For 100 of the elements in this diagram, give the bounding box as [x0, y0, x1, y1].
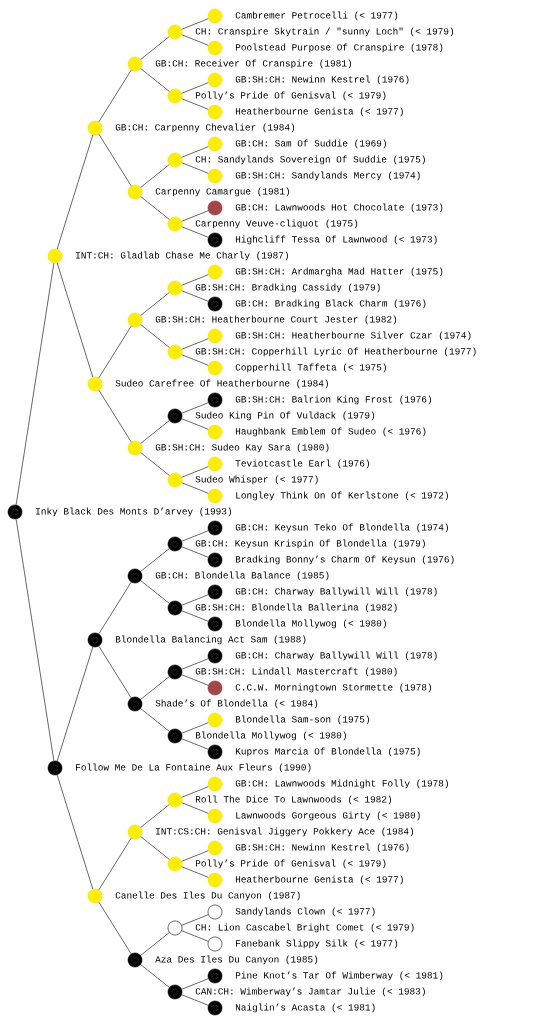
- pedigree-circle: [207, 360, 223, 376]
- pedigree-circle: [167, 536, 183, 552]
- dog-name: GB:SH:CH: Heatherbourne Silver Czar (1974): [235, 331, 471, 341]
- connector-line: [181, 658, 209, 670]
- connector-line: [140, 708, 170, 732]
- dog-name: Blondella Sam-son (1975): [235, 715, 369, 725]
- connector-line: [181, 338, 209, 350]
- connector-line: [181, 530, 209, 542]
- dog-name: GB:CH: Bradking Black Charm (1976): [235, 299, 426, 309]
- pedigree-circle: [167, 152, 183, 168]
- connector-line: [181, 98, 209, 110]
- pedigree-circle: [167, 24, 183, 40]
- pedigree-circle: [127, 56, 143, 72]
- dog-name: GB:CH: Carpenny Chevalier (1984): [115, 123, 295, 133]
- dog-name: GB:CH: Charway Ballywill Will (1978): [235, 651, 437, 661]
- connector-line: [56, 262, 94, 378]
- connector-line: [181, 674, 209, 686]
- connector-line: [140, 452, 170, 476]
- pedigree-circle: [207, 936, 223, 952]
- dog-name: GB:SH:CH: Lindall Mastercraft (1980): [195, 667, 397, 677]
- dog-name: Roll The Dice To Lawnwoods (< 1982): [195, 795, 391, 805]
- dog-name: GB:CH: Keysun Krispin Of Blondella (1979): [195, 539, 425, 549]
- connector-line: [181, 354, 209, 366]
- connector-line: [15, 518, 55, 762]
- connector-line: [140, 964, 170, 988]
- connector-line: [140, 836, 170, 860]
- pedigree-circle: [207, 776, 223, 792]
- pedigree-circle: [167, 216, 183, 232]
- dog-name: Polly’s Pride Of Genisval (< 1979): [195, 859, 386, 869]
- connector-line: [181, 418, 209, 430]
- connector-line: [181, 866, 209, 878]
- pedigree-circle: [167, 664, 183, 680]
- connector-line: [140, 580, 170, 604]
- pedigree-circle: [207, 744, 223, 760]
- dog-name: Cambremer Petrocelli (< 1977): [235, 11, 398, 21]
- pedigree-circle: [167, 984, 183, 1000]
- connector-line: [140, 420, 170, 444]
- pedigree-circle: [167, 408, 183, 424]
- dog-name: Pine Knot’s Tar Of Wimberway (< 1981): [235, 971, 443, 981]
- pedigree-circle: [207, 552, 223, 568]
- dog-name: GB:CH: Receiver Of Cranspire (1981): [155, 59, 351, 69]
- pedigree-circle: [167, 920, 183, 936]
- pedigree-circle: [47, 760, 63, 776]
- connector-line: [98, 389, 132, 443]
- pedigree-circle: [207, 712, 223, 728]
- pedigree-circle: [207, 1000, 223, 1016]
- pedigree-circle: [127, 824, 143, 840]
- pedigree-circle: [207, 808, 223, 824]
- pedigree-circle: [167, 600, 183, 616]
- dog-name: Sudeo Whisper (< 1977): [195, 475, 318, 485]
- connector-line: [140, 548, 170, 572]
- connector-line: [140, 164, 170, 188]
- dog-name: Heatherbourne Genista (< 1977): [235, 875, 403, 885]
- dog-name: Sudeo Carefree Of Heatherbourne (1984): [115, 379, 328, 389]
- connector-line: [140, 804, 170, 828]
- dog-name: GB:SH:CH: Copperhill Lyric Of Heatherbourne (1977): [195, 347, 476, 357]
- dog-name: GB:SH:CH: Sandylands Mercy (1974): [235, 171, 420, 181]
- connector-line: [181, 786, 209, 798]
- connector-line: [98, 645, 132, 699]
- connector-line: [98, 901, 132, 955]
- connector-line: [98, 133, 132, 187]
- pedigree-circle: [207, 904, 223, 920]
- dog-name: Sandylands Clown (< 1977): [235, 907, 375, 917]
- connector-line: [181, 914, 209, 926]
- pedigree-circle: [207, 520, 223, 536]
- dog-name: INT:CS:CH: Genisval Jiggery Pokkery Ace (1984): [156, 827, 414, 837]
- connector-line: [56, 774, 94, 890]
- dog-name: Polly’s Pride Of Genisval (< 1979): [195, 91, 386, 101]
- dog-name: GB:SH:CH: Heatherbourne Court Jester (1982): [155, 315, 397, 325]
- connector-line: [140, 932, 170, 956]
- connector-line: [181, 594, 209, 606]
- pedigree-circle: [167, 344, 183, 360]
- dog-name: Blondella Balancing Act Sam (1988): [115, 635, 306, 645]
- pedigree-circle: [127, 184, 143, 200]
- connector-line: [181, 34, 209, 46]
- dog-name: Follow Me De La Fontaine Aux Fleurs (1990): [76, 763, 311, 773]
- pedigree-circle: [167, 472, 183, 488]
- connector-line: [181, 146, 209, 158]
- connector-line: [56, 646, 94, 762]
- pedigree-circle: [207, 840, 223, 856]
- dog-name: GB:CH: Charway Ballywill Will (1978): [235, 587, 437, 597]
- pedigree-circle: [167, 856, 183, 872]
- dog-name: GB:SH:CH: Bradking Cassidy (1979): [195, 283, 380, 293]
- dog-name: GB:CH: Blondella Balance (1985): [155, 571, 329, 581]
- connector-line: [98, 325, 132, 379]
- dog-name: Aza Des Iles Du Canyon (1985): [155, 955, 318, 965]
- connector-line: [140, 36, 170, 60]
- connector-line: [181, 802, 209, 814]
- pedigree-circle: [167, 88, 183, 104]
- dog-name: GB:CH: Keysun Teko Of Blondella (1974): [235, 523, 448, 533]
- pedigree-circle: [207, 168, 223, 184]
- pedigree-circle: [47, 248, 63, 264]
- dog-name: GB:SH:CH: Ardmargha Mad Hatter (1975): [235, 267, 443, 277]
- dog-name: C.C.W. Morningtown Stormette (1978): [235, 683, 431, 693]
- dog-name: Inky Black Des Monts D’arvey (1993): [36, 507, 231, 517]
- pedigree-circle: [207, 232, 223, 248]
- pedigree-circle: [127, 696, 143, 712]
- dog-name: GB:CH: Lawnwoods Hot Chocolate (1973): [235, 203, 443, 213]
- dog-name: GB:CH: Sam Of Suddie (1969): [235, 139, 386, 149]
- connector-line: [181, 738, 209, 750]
